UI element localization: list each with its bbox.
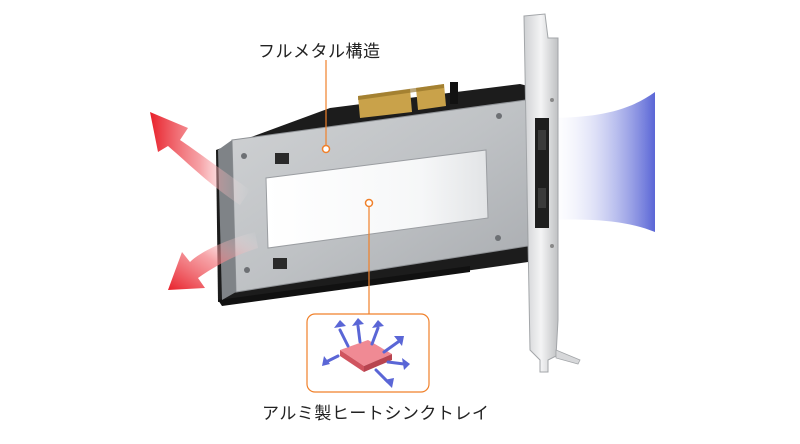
- heatsink-tray-icon: [322, 318, 410, 388]
- label-full-metal: フルメタル構造: [258, 42, 381, 62]
- gold-contacts: [358, 82, 458, 118]
- metal-tray: [218, 99, 529, 300]
- callout-full-metal: [321, 60, 331, 154]
- cool-air-flow-icon: [545, 92, 655, 232]
- hot-air-arrows-icon: [150, 112, 258, 290]
- label-aluminum-heatsink-tray: アルミ製ヒートシンクトレイ: [262, 404, 490, 424]
- tray-slot: [273, 258, 287, 269]
- pci-bracket: [523, 13, 581, 373]
- tray-slot: [275, 153, 289, 164]
